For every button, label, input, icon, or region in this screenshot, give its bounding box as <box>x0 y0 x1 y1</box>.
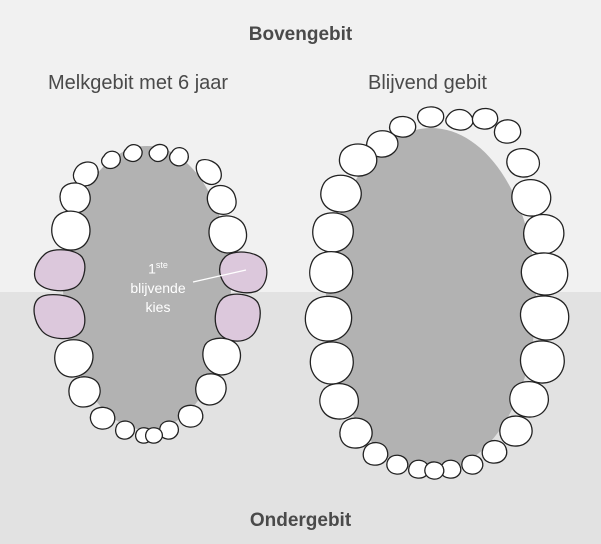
tooth-icon <box>310 252 353 293</box>
tooth-icon <box>472 108 497 129</box>
tooth-icon <box>339 144 376 176</box>
tooth-icon <box>60 183 90 213</box>
tooth-icon <box>510 382 549 417</box>
tooth-icon <box>203 338 241 375</box>
tooth-icon <box>146 428 163 443</box>
tooth-icon <box>512 180 551 216</box>
tooth-icon <box>116 421 135 439</box>
tooth-icon <box>520 341 564 383</box>
tooth-icon <box>305 296 351 341</box>
tooth-icon <box>500 416 532 446</box>
tooth-icon <box>73 162 98 186</box>
tooth-icon <box>209 216 247 253</box>
permanent-teeth-caption: Blijvend gebit <box>368 72 487 95</box>
tooth-icon <box>102 151 121 168</box>
tooth-icon <box>387 455 408 474</box>
tooth-icon <box>418 107 444 127</box>
tooth-icon <box>363 443 387 466</box>
upper-jaw-label: Bovengebit <box>0 24 601 46</box>
tooth-icon <box>90 407 114 429</box>
first-permanent-molar-annotation: 1ste blijvende kies <box>110 256 206 317</box>
tooth-icon <box>69 377 100 407</box>
milk-teeth-caption: Melkgebit met 6 jaar <box>48 72 228 95</box>
tooth-icon <box>524 215 564 255</box>
molar-icon <box>34 295 85 339</box>
annotation-line-2: blijvende <box>110 279 206 298</box>
tooth-icon <box>321 175 361 212</box>
annotation-line-3: kies <box>110 298 206 317</box>
tooth-icon <box>310 342 353 384</box>
molar-icon <box>35 250 85 291</box>
annotation-ordinal-suffix: ste <box>156 260 168 270</box>
molar-icon <box>215 294 260 341</box>
tooth-icon <box>313 213 354 252</box>
tooth-icon <box>482 441 506 464</box>
tooth-icon <box>521 253 567 295</box>
molar-icon <box>220 252 267 293</box>
annotation-line-1: 1ste <box>110 256 206 279</box>
tooth-icon <box>507 149 540 177</box>
tooth-icon <box>170 148 189 166</box>
tooth-icon <box>320 384 359 419</box>
tooth-icon <box>425 462 444 479</box>
tooth-icon <box>340 418 372 448</box>
tooth-icon <box>55 340 93 377</box>
annotation-number: 1 <box>148 261 156 277</box>
tooth-icon <box>178 405 202 427</box>
tooth-icon <box>446 110 473 131</box>
permanent-teeth-arch <box>305 107 568 479</box>
tooth-icon <box>207 185 236 214</box>
tooth-icon <box>196 374 226 405</box>
tooth-icon <box>462 455 483 474</box>
lower-jaw-label: Ondergebit <box>0 510 601 532</box>
tooth-icon <box>494 120 520 143</box>
tooth-icon <box>52 211 90 250</box>
tooth-icon <box>124 145 142 162</box>
